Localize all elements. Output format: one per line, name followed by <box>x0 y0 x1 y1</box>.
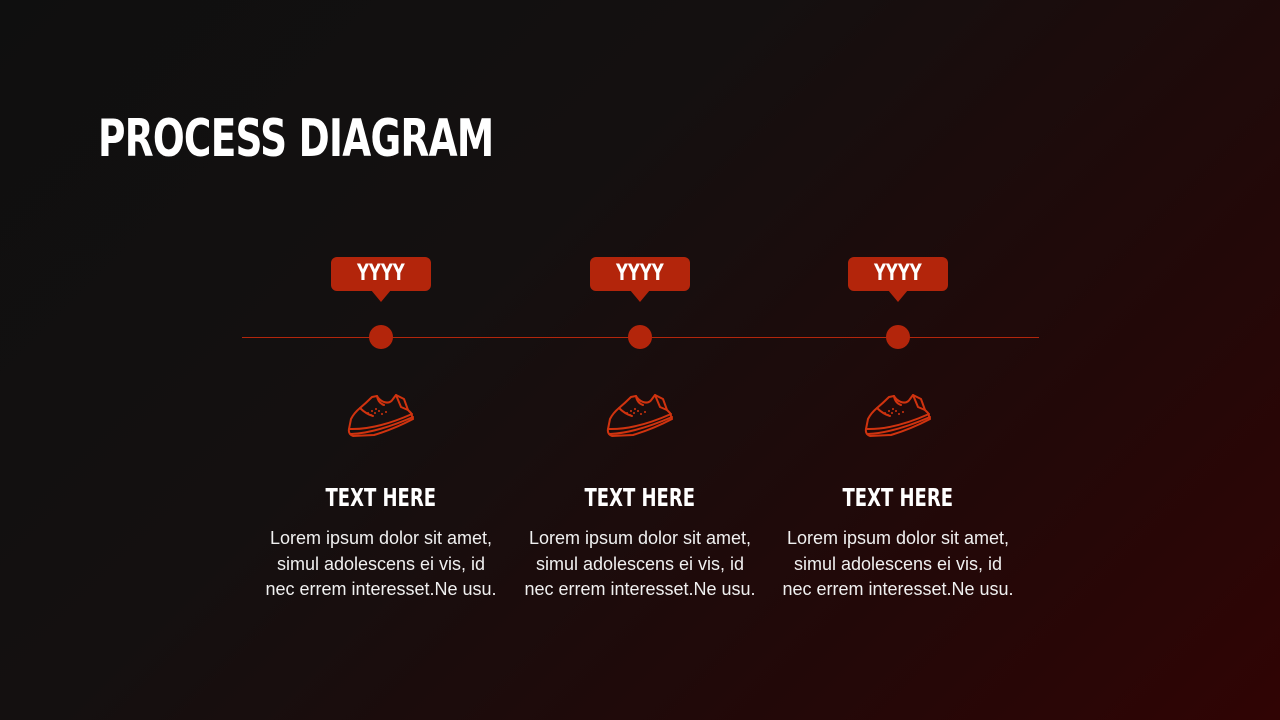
tag-pointer <box>371 290 391 302</box>
timeline-dot <box>369 325 393 349</box>
step-title-text: TEXT HERE <box>325 483 437 512</box>
tag-pointer <box>630 290 650 302</box>
year-tag-label: YYYY <box>874 261 922 286</box>
timeline-dot <box>886 325 910 349</box>
step-title: TEXT HERE <box>510 478 770 518</box>
timeline-dot <box>628 325 652 349</box>
year-tag-label: YYYY <box>357 261 405 286</box>
sneaker-icon <box>864 394 931 437</box>
step-title: TEXT HERE <box>768 478 1028 518</box>
step-description: Lorem ipsum dolor sit amet, simul adoles… <box>265 528 497 599</box>
process-step-3: YYYY TEXT HERE Lorem ipsum dolor sit ame… <box>768 0 1028 720</box>
step-title-text: TEXT HERE <box>842 483 954 512</box>
step-title: TEXT HERE <box>251 478 511 518</box>
step-description: Lorem ipsum dolor sit amet, simul adoles… <box>524 528 756 599</box>
year-tag: YYYY <box>590 257 690 302</box>
step-title-text: TEXT HERE <box>584 483 696 512</box>
sneaker-icon <box>606 394 673 437</box>
step-description: Lorem ipsum dolor sit amet, simul adoles… <box>782 528 1014 599</box>
tag-pointer <box>888 290 908 302</box>
year-tag: YYYY <box>848 257 948 302</box>
process-step-2: YYYY TEXT HERE Lorem ipsum dolor sit ame… <box>510 0 770 720</box>
process-step-1: YYYY TEXT HERE Lorem ipsum dolor sit ame… <box>251 0 511 720</box>
year-tag-label: YYYY <box>616 261 664 286</box>
year-tag: YYYY <box>331 257 431 302</box>
slide-title: PROCESS DIAGRAM <box>98 109 494 169</box>
sneaker-icon <box>347 394 414 437</box>
